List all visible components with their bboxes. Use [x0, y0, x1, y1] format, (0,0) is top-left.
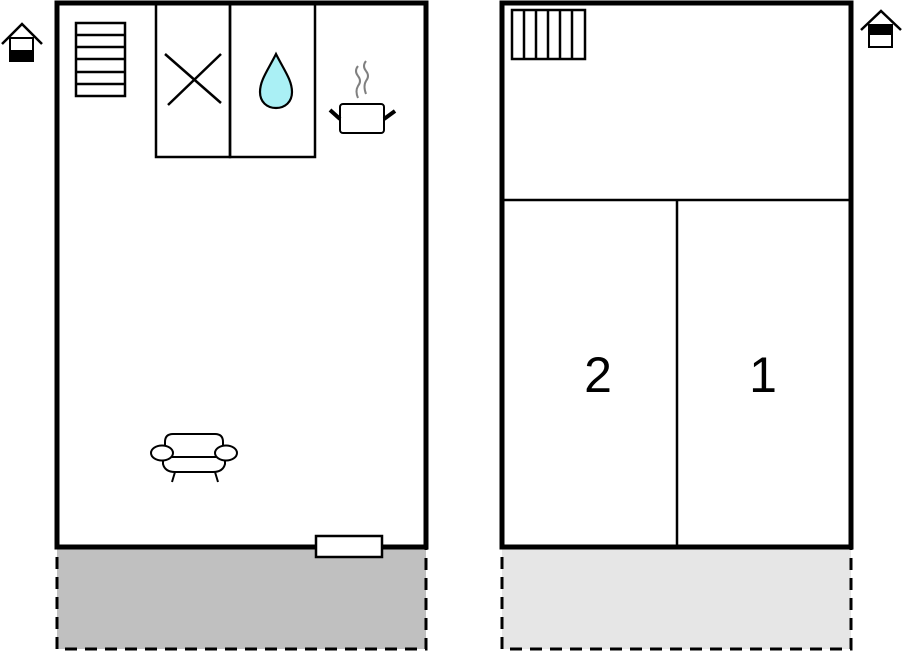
bedroom-2-label: 2: [584, 347, 612, 403]
cooking-pot-icon: [328, 60, 397, 134]
entrance-door: [314, 534, 384, 559]
ground-floor-walls: [54, 0, 429, 550]
staircase-icon: [74, 21, 127, 98]
water-drop-icon: [258, 51, 294, 110]
bedroom-1-label: 1: [749, 347, 777, 403]
house-floor-indicator-upper-icon: [860, 9, 902, 48]
staircase-icon: [510, 8, 587, 61]
cross-icon: [164, 53, 222, 104]
terrace: [55, 545, 428, 651]
armchair-icon: [150, 433, 238, 483]
balcony: [500, 545, 853, 651]
house-floor-indicator-ground-icon: [1, 22, 43, 62]
bathroom: [228, 1, 317, 159]
upper-floor: 2 1: [499, 0, 854, 651]
ground-floor: [54, 0, 429, 651]
